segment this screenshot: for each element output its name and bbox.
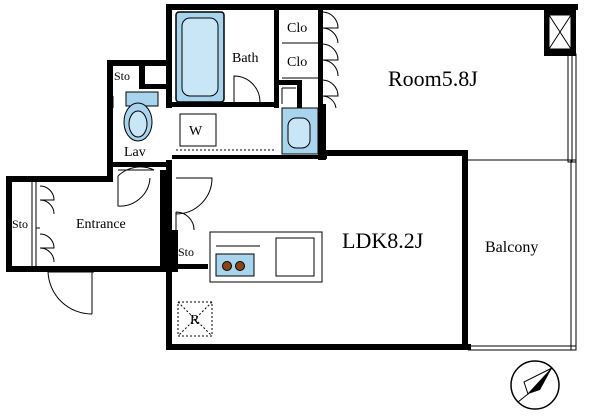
kitchen-sto-door <box>175 211 195 231</box>
label-storage-top: Sto <box>114 69 130 83</box>
sink-box <box>275 237 315 277</box>
wall-sto-right <box>139 62 145 88</box>
entrance-lav-door <box>117 176 151 207</box>
wall-ldk-left <box>166 160 172 350</box>
wall-lav-left <box>107 60 113 180</box>
wall-bath-bottom <box>166 102 278 107</box>
label-closet-top: Clo <box>287 21 307 36</box>
entrance-ldk-door <box>175 177 213 215</box>
wall-sto-bottom <box>139 84 169 89</box>
label-entrance: Entrance <box>76 217 126 232</box>
front-door <box>47 271 94 315</box>
wall-closet-right <box>318 4 323 160</box>
label-storage-entrance: Sto <box>12 217 28 231</box>
label-storage-kitchen: Sto <box>178 245 194 259</box>
wall-kitchen-sto-bottom <box>172 264 208 269</box>
lav-door-swing <box>117 166 155 177</box>
walls <box>6 4 578 350</box>
closet-doors <box>282 11 339 109</box>
wall-ldk-right <box>462 150 468 350</box>
compass-north-icon <box>510 360 560 410</box>
wall-ldk-bottom <box>166 344 471 350</box>
wall-niche-top <box>278 80 302 85</box>
wall-entrance-top <box>6 176 113 182</box>
wall-niche-right <box>318 104 326 160</box>
balcony-area <box>468 159 577 351</box>
refrigerator-spot <box>177 301 213 337</box>
cross-box-icon <box>544 10 576 56</box>
kitchen-counter <box>209 231 323 283</box>
wall-lav-bottom <box>113 162 172 167</box>
label-lav: Lav <box>124 145 146 160</box>
wall-entrance-bottom <box>6 266 166 272</box>
label-room: Room5.8J <box>388 66 478 91</box>
label-ldk: LDK8.2J <box>342 228 424 253</box>
entrance-sto-doors <box>31 182 55 266</box>
wall-entrance-left <box>6 176 12 272</box>
wall-top <box>166 4 578 10</box>
wall-entrance-right <box>160 170 166 272</box>
label-bath: Bath <box>232 51 258 66</box>
wall-lav-top <box>107 60 169 66</box>
stove-icon <box>215 253 255 277</box>
washbasin-icon <box>281 107 319 155</box>
wall-washer-bottom <box>172 155 327 159</box>
label-closet-bottom: Clo <box>287 55 307 70</box>
wall-bath-right <box>274 4 279 108</box>
label-balcony: Balcony <box>485 239 538 256</box>
bath-door-swing <box>233 75 261 103</box>
windows <box>176 53 577 340</box>
toilet-icon <box>123 91 159 142</box>
wall-kitchen-sto <box>172 230 178 272</box>
bathtub-icon <box>175 11 225 103</box>
wall-niche-left <box>297 80 302 108</box>
washer-box <box>179 113 217 147</box>
wall-room-bottom <box>318 150 468 156</box>
label-washer: W <box>189 124 203 139</box>
wall-bath-left <box>166 4 172 108</box>
label-refrigerator: R <box>190 313 200 328</box>
